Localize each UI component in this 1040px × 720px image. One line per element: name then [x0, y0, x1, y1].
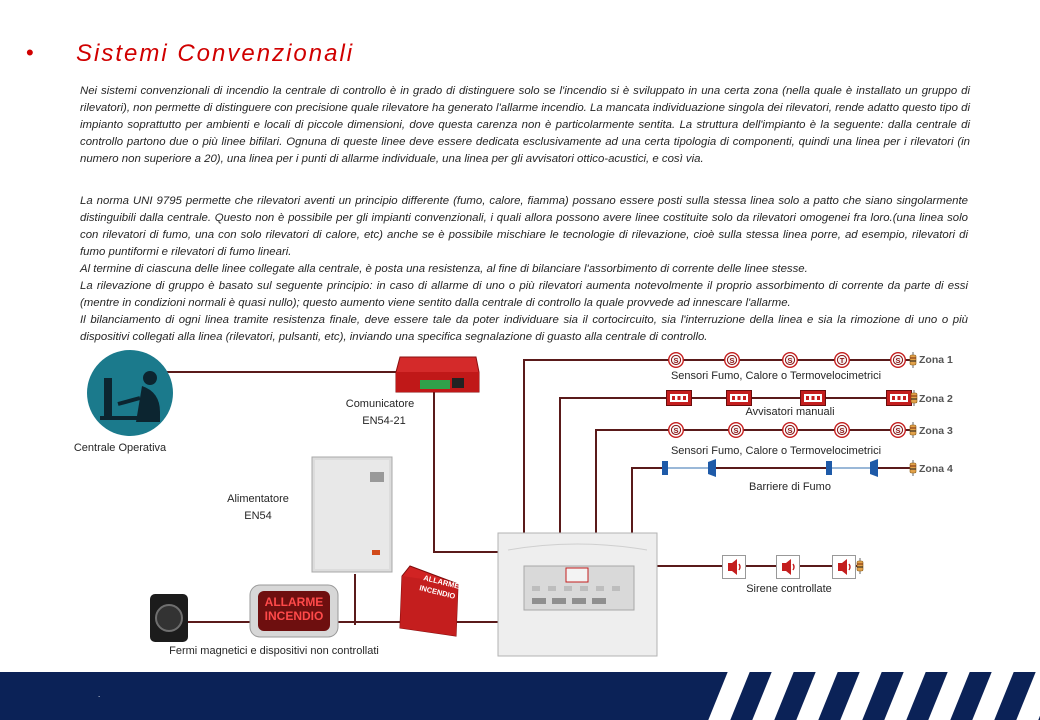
- zone-2-call-point-icon: [886, 390, 912, 406]
- zone-1-end-resistor-icon: [909, 352, 917, 368]
- footer-stripe: [708, 672, 750, 720]
- wire-zone-3: [595, 429, 915, 533]
- zone-2-call-point-icon: [666, 390, 692, 406]
- barrier-transmitter-icon: [662, 461, 668, 475]
- zone-3-sensor-icon: [728, 422, 744, 438]
- barrier-transmitter-icon: [826, 461, 832, 475]
- zone-2-call-point-icon: [726, 390, 752, 406]
- label-alimentatore: Alimentatore: [227, 493, 289, 505]
- zone-1-sensor-icon: [724, 352, 740, 368]
- magnetic-holder-icon: [150, 594, 188, 642]
- zone-1-sensor-icon: [782, 352, 798, 368]
- footer-stripe: [972, 672, 1014, 720]
- barrier-receiver-icon: [708, 459, 716, 477]
- footer-dot: .: [98, 690, 101, 699]
- zone-3-sensor-icon: [834, 422, 850, 438]
- zone-1-label: Zona 1: [919, 354, 953, 366]
- siren-end-resistor-icon: [856, 558, 864, 574]
- zone-4-end-resistor-icon: [909, 460, 917, 476]
- label-comunicatore: Comunicatore: [346, 398, 414, 410]
- zone-2-label: Zona 2: [919, 393, 953, 405]
- label-comunicatore-norm: EN54-21: [362, 415, 405, 427]
- footer-stripe: [796, 672, 838, 720]
- label-centrale-operativa: Centrale Operativa: [74, 442, 167, 454]
- footer-stripe: [928, 672, 970, 720]
- power-supply-unit: [311, 456, 393, 573]
- label-alimentatore-norm: EN54: [244, 510, 272, 522]
- siren-icon: [832, 555, 856, 579]
- zone-3-sensor-icon: [668, 422, 684, 438]
- slide-title: Sistemi Convenzionali: [76, 40, 355, 67]
- zone-3-label: Zona 3: [919, 425, 953, 437]
- zone-1-sensor-icon: [890, 352, 906, 368]
- title-bullet: •: [26, 40, 34, 65]
- siren-icon: [776, 555, 800, 579]
- wire-zone-2: [559, 397, 915, 533]
- zone-1-caption: Sensori Fumo, Calore o Termovelocimetric…: [671, 370, 881, 382]
- operator-station-icon: [87, 350, 173, 436]
- zone-3-end-resistor-icon: [909, 422, 917, 438]
- label-fermi: Fermi magnetici e dispositivi non contro…: [169, 645, 379, 657]
- barrier-receiver-icon: [870, 459, 878, 477]
- zone-1-heat-sensor-icon: [834, 352, 850, 368]
- zone-4-label: Zona 4: [919, 463, 953, 475]
- zone-2-call-point-icon: [800, 390, 826, 406]
- footer-stripe: [840, 672, 882, 720]
- paragraph-norms: La norma UNI 9795 permette che rilevator…: [80, 193, 968, 346]
- alarm-sign-icon: [249, 584, 339, 638]
- footer-stripe: [884, 672, 926, 720]
- alarm-box-icon: [399, 565, 459, 637]
- norms-line-4: Il bilanciamento di ogni linea tramite r…: [80, 314, 968, 343]
- paragraph-intro: Nei sistemi convenzionali di incendio la…: [80, 85, 970, 165]
- footer-stripe: [752, 672, 794, 720]
- norms-line-3: La rilevazione di gruppo è basato sul se…: [80, 280, 968, 309]
- wire-communicator-panel: [433, 380, 498, 553]
- zone-4-devices: [662, 459, 917, 477]
- footer-bar: .: [0, 672, 1040, 720]
- label-sirene: Sirene controllate: [746, 583, 832, 595]
- footer-stripe: [1016, 672, 1040, 720]
- siren-icon: [722, 555, 746, 579]
- zone-3-sensor-icon: [782, 422, 798, 438]
- norms-line-2: Al termine di ciascuna delle linee colle…: [80, 263, 808, 275]
- wire-zone-4: [631, 467, 915, 533]
- communicator-device: [395, 356, 480, 393]
- zone-3-caption: Sensori Fumo, Calore o Termovelocimetric…: [671, 445, 881, 457]
- zone-1-sensor-icon: [668, 352, 684, 368]
- sign-text-allarme: ALLARME: [265, 595, 324, 609]
- zone-2-caption: Avvisatori manuali: [745, 406, 834, 418]
- control-panel-unit: [497, 532, 658, 657]
- zone-3-sensor-icon: [890, 422, 906, 438]
- zone-4-caption: Barriere di Fumo: [749, 481, 831, 493]
- sirens-devices: [722, 555, 864, 579]
- norms-line-1: La norma UNI 9795 permette che rilevator…: [80, 195, 968, 258]
- sign-text-incendio: INCENDIO: [265, 609, 324, 623]
